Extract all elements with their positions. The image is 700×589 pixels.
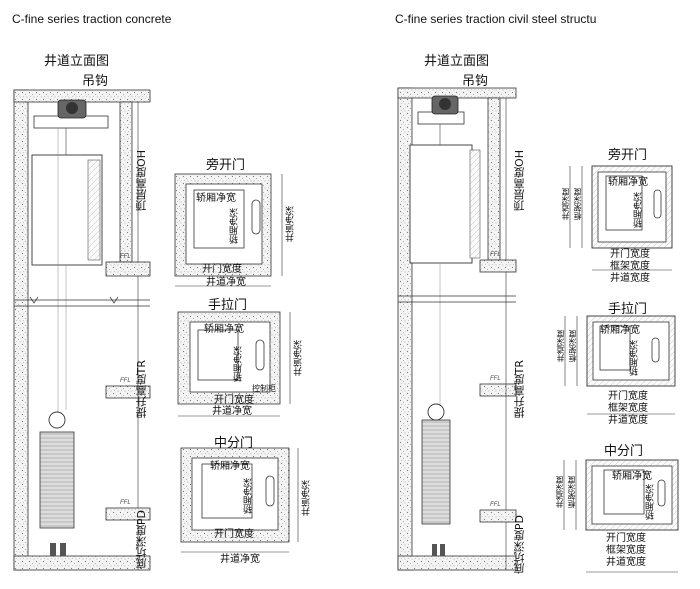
left-plan-2 bbox=[177, 311, 291, 417]
left-plan-3-car-width: 轿厢净宽 bbox=[210, 461, 250, 472]
left-plan-1-shaft-depth: 井道净深 bbox=[286, 206, 296, 242]
left-ffl-1: FFL bbox=[120, 254, 131, 260]
right-plan-3-door-width: 开门宽度 bbox=[606, 533, 646, 544]
right-ffl-2: FFL bbox=[490, 376, 501, 382]
right-pit-label: 底坑深度PD bbox=[513, 515, 526, 575]
right-plan-2-title: 手拉门 bbox=[608, 302, 648, 317]
left-ffl-2: FFL bbox=[120, 378, 131, 384]
right-plan-2-shaft-width: 井道宽度 bbox=[608, 415, 648, 426]
left-plan-2-car-width: 轿厢净宽 bbox=[204, 324, 244, 335]
right-plan-3-frame-depth: 框架深度 bbox=[567, 476, 576, 508]
left-plan-3-door-width: 开门宽度 bbox=[214, 529, 254, 540]
right-plan-1-car-depth: 轿厢净深 bbox=[634, 192, 644, 228]
left-title: C-fine series traction concrete bbox=[12, 12, 172, 26]
right-ffl-3: FFL bbox=[490, 502, 501, 508]
left-pit-label: 底坑深度PD bbox=[135, 510, 148, 570]
right-plan-2-frame-width: 框架宽度 bbox=[608, 403, 648, 414]
right-plan-3-shaft-depth: 井道深度 bbox=[555, 476, 564, 508]
right-hook-label: 吊钩 bbox=[462, 74, 489, 89]
right-travel-label: 提升高度TR bbox=[513, 360, 526, 419]
right-plan-3 bbox=[563, 459, 679, 573]
right-plan-2-frame-depth: 框架深度 bbox=[568, 330, 577, 362]
left-plan-3-title: 中分门 bbox=[214, 436, 254, 451]
right-plan-2 bbox=[564, 315, 676, 415]
left-plan-2-control-cabinet: 控制柜 bbox=[252, 384, 276, 393]
left-overhead-label: 顶层高度OH bbox=[135, 150, 148, 211]
right-elevation-title: 井道立面图 bbox=[424, 54, 490, 69]
right-plan-1-shaft-depth: 井道深度 bbox=[561, 188, 570, 220]
left-plan-1-car-depth: 轿厢净深 bbox=[230, 208, 240, 244]
left-plan-1-car-width: 轿厢净宽 bbox=[196, 193, 236, 204]
left-plan-3 bbox=[180, 447, 299, 553]
right-plan-3-car-depth: 轿厢净深 bbox=[646, 484, 656, 520]
right-plan-1-frame-width: 框架宽度 bbox=[610, 261, 650, 272]
right-plan-1-door-width: 开门宽度 bbox=[610, 249, 650, 260]
right-plan-3-frame-width: 框架宽度 bbox=[606, 545, 646, 556]
left-elevation-title: 井道立面图 bbox=[44, 54, 110, 69]
left-plan-2-door-width: 开门宽度 bbox=[214, 395, 254, 406]
right-overhead-label: 顶层高度OH bbox=[513, 150, 526, 211]
right-plan-1-frame-depth: 框架深度 bbox=[573, 188, 582, 220]
right-plan-3-title: 中分门 bbox=[604, 444, 644, 459]
right-plan-2-car-width: 轿厢净宽 bbox=[600, 325, 640, 336]
left-plan-3-car-depth: 轿厢净深 bbox=[244, 478, 254, 514]
left-plan-2-car-depth: 轿厢净深 bbox=[234, 346, 244, 382]
left-plan-3-shaft-width: 井道净宽 bbox=[220, 554, 260, 565]
right-plan-1-title: 旁开门 bbox=[608, 148, 648, 163]
left-plan-1-shaft-width: 井道净宽 bbox=[206, 277, 246, 288]
right-plan-1-car-width: 轿厢净宽 bbox=[608, 177, 648, 188]
left-plan-3-shaft-depth: 井道净深 bbox=[302, 480, 312, 516]
left-elevation bbox=[13, 89, 151, 571]
right-elevation bbox=[397, 87, 517, 571]
left-plan-2-shaft-depth: 井道净深 bbox=[294, 340, 304, 376]
right-plan-1-shaft-width: 井道宽度 bbox=[610, 273, 650, 284]
right-plan-1 bbox=[569, 165, 673, 271]
left-hook-label: 吊钩 bbox=[82, 74, 109, 89]
right-plan-3-car-width: 轿厢净宽 bbox=[612, 471, 652, 482]
left-plan-1-title: 旁开门 bbox=[206, 158, 246, 173]
left-plan-1 bbox=[174, 173, 283, 287]
right-plan-2-shaft-depth: 井道深度 bbox=[556, 330, 565, 362]
left-plan-1-door-width: 开门宽度 bbox=[202, 264, 242, 275]
right-plan-3-shaft-width: 井道宽度 bbox=[606, 557, 646, 568]
left-plan-2-shaft-width: 井道净宽 bbox=[212, 406, 252, 417]
left-travel-label: 提升高度TR bbox=[135, 360, 148, 419]
left-plan-2-title: 手拉门 bbox=[208, 298, 248, 313]
right-ffl-1: FFL bbox=[490, 252, 501, 258]
left-ffl-3: FFL bbox=[120, 500, 131, 506]
right-plan-2-car-depth: 轿厢净深 bbox=[630, 340, 640, 376]
right-title: C-fine series traction civil steel struc… bbox=[395, 12, 597, 26]
right-plan-2-door-width: 开门宽度 bbox=[608, 391, 648, 402]
